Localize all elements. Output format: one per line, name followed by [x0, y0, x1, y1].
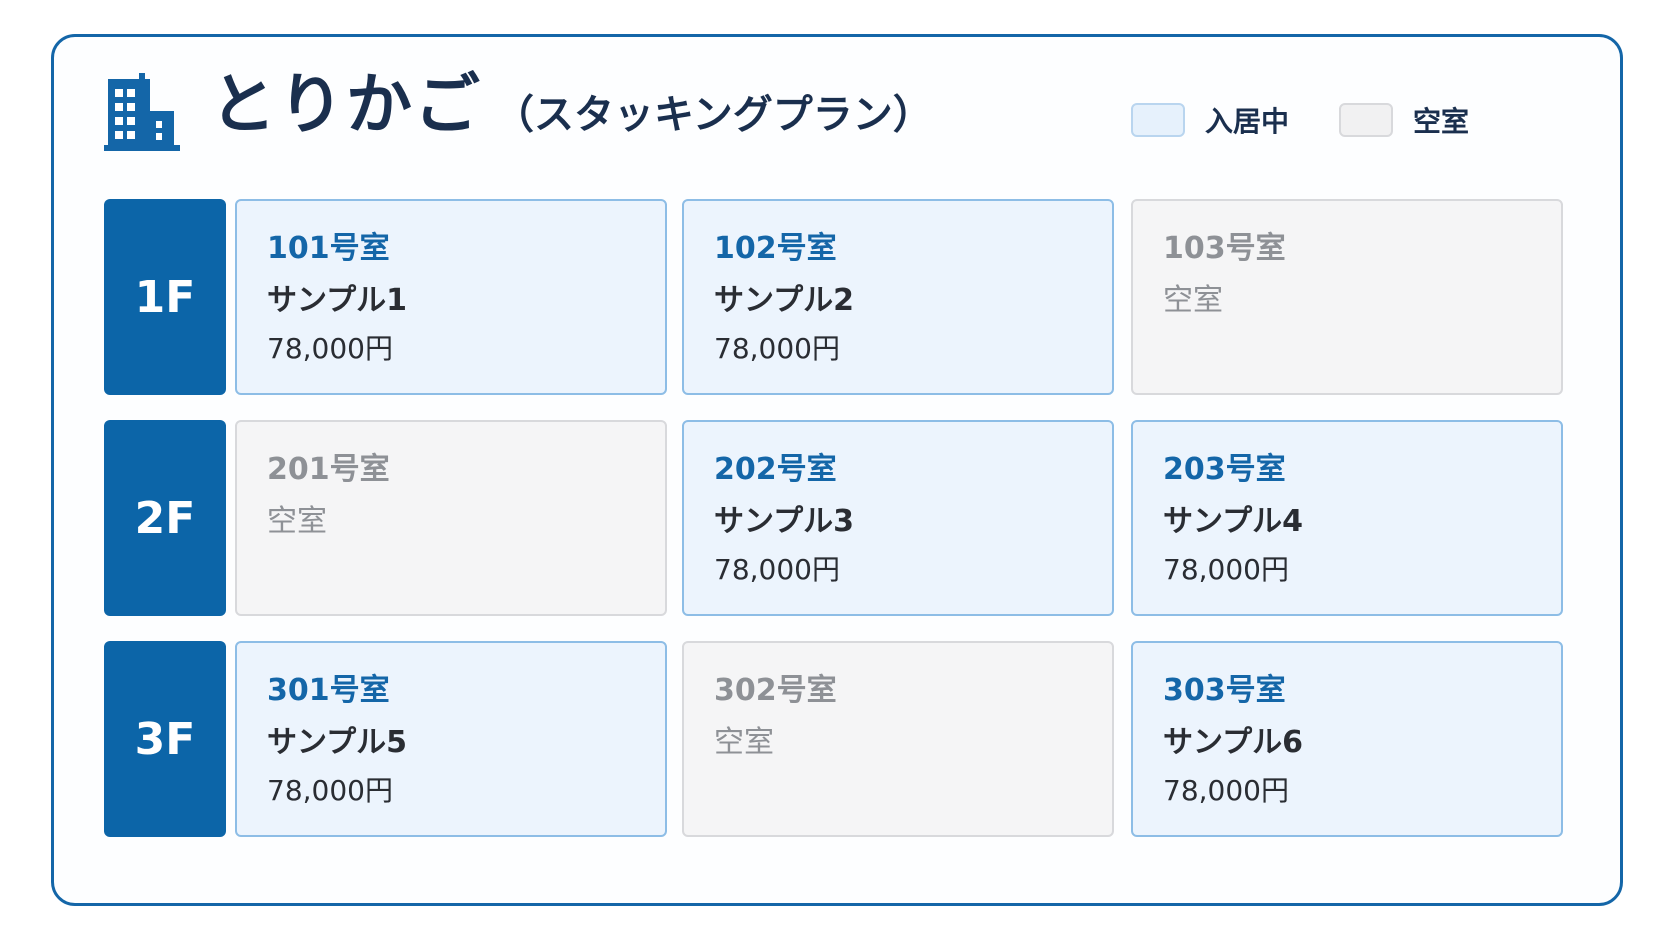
room-rent: 78,000円	[267, 774, 393, 807]
page-subtitle: （スタッキングプラン）	[494, 92, 933, 138]
room-number: 301号室	[267, 673, 390, 708]
tenant-name: サンプル1	[267, 283, 407, 318]
room-rent: 78,000円	[267, 332, 393, 365]
vacancy-status: 空室	[267, 504, 327, 539]
floor-label-3f: 3F	[104, 641, 226, 837]
building-icon	[104, 73, 180, 151]
room-card-102[interactable]: 102号室 サンプル2 78,000円	[682, 199, 1114, 395]
room-rent: 78,000円	[714, 332, 840, 365]
room-number: 201号室	[267, 452, 390, 487]
vacancy-status: 空室	[714, 725, 774, 760]
tenant-name: サンプル3	[714, 504, 854, 539]
room-card-301[interactable]: 301号室 サンプル5 78,000円	[235, 641, 667, 837]
legend-swatch-vacant	[1339, 103, 1393, 137]
floor-label-1f: 1F	[104, 199, 226, 395]
room-card-302[interactable]: 302号室 空室	[682, 641, 1114, 837]
room-number: 103号室	[1163, 231, 1286, 266]
room-rent: 78,000円	[1163, 774, 1289, 807]
tenant-name: サンプル4	[1163, 504, 1303, 539]
room-number: 302号室	[714, 673, 837, 708]
room-number: 101号室	[267, 231, 390, 266]
legend-label-occupied: 入居中	[1205, 105, 1290, 138]
room-card-303[interactable]: 303号室 サンプル6 78,000円	[1131, 641, 1563, 837]
legend-occupied: 入居中	[1131, 101, 1289, 139]
room-number: 202号室	[714, 452, 837, 487]
legend-vacant: 空室	[1339, 101, 1469, 139]
legend-label-vacant: 空室	[1413, 105, 1470, 138]
vacancy-status: 空室	[1163, 283, 1223, 318]
room-card-101[interactable]: 101号室 サンプル1 78,000円	[235, 199, 667, 395]
stacking-plan-card: とりかご （スタッキングプラン） 入居中 空室 1F 101号室 サンプル1 7…	[51, 34, 1623, 906]
tenant-name: サンプル6	[1163, 725, 1303, 760]
room-number: 203号室	[1163, 452, 1286, 487]
room-rent: 78,000円	[1163, 553, 1289, 586]
room-card-201[interactable]: 201号室 空室	[235, 420, 667, 616]
floor-label-2f: 2F	[104, 420, 226, 616]
tenant-name: サンプル2	[714, 283, 854, 318]
room-card-202[interactable]: 202号室 サンプル3 78,000円	[682, 420, 1114, 616]
room-rent: 78,000円	[714, 553, 840, 586]
page-title: とりかご	[210, 66, 482, 143]
room-card-103[interactable]: 103号室 空室	[1131, 199, 1563, 395]
tenant-name: サンプル5	[267, 725, 407, 760]
legend-swatch-occupied	[1131, 103, 1185, 137]
room-card-203[interactable]: 203号室 サンプル4 78,000円	[1131, 420, 1563, 616]
room-number: 303号室	[1163, 673, 1286, 708]
room-number: 102号室	[714, 231, 837, 266]
